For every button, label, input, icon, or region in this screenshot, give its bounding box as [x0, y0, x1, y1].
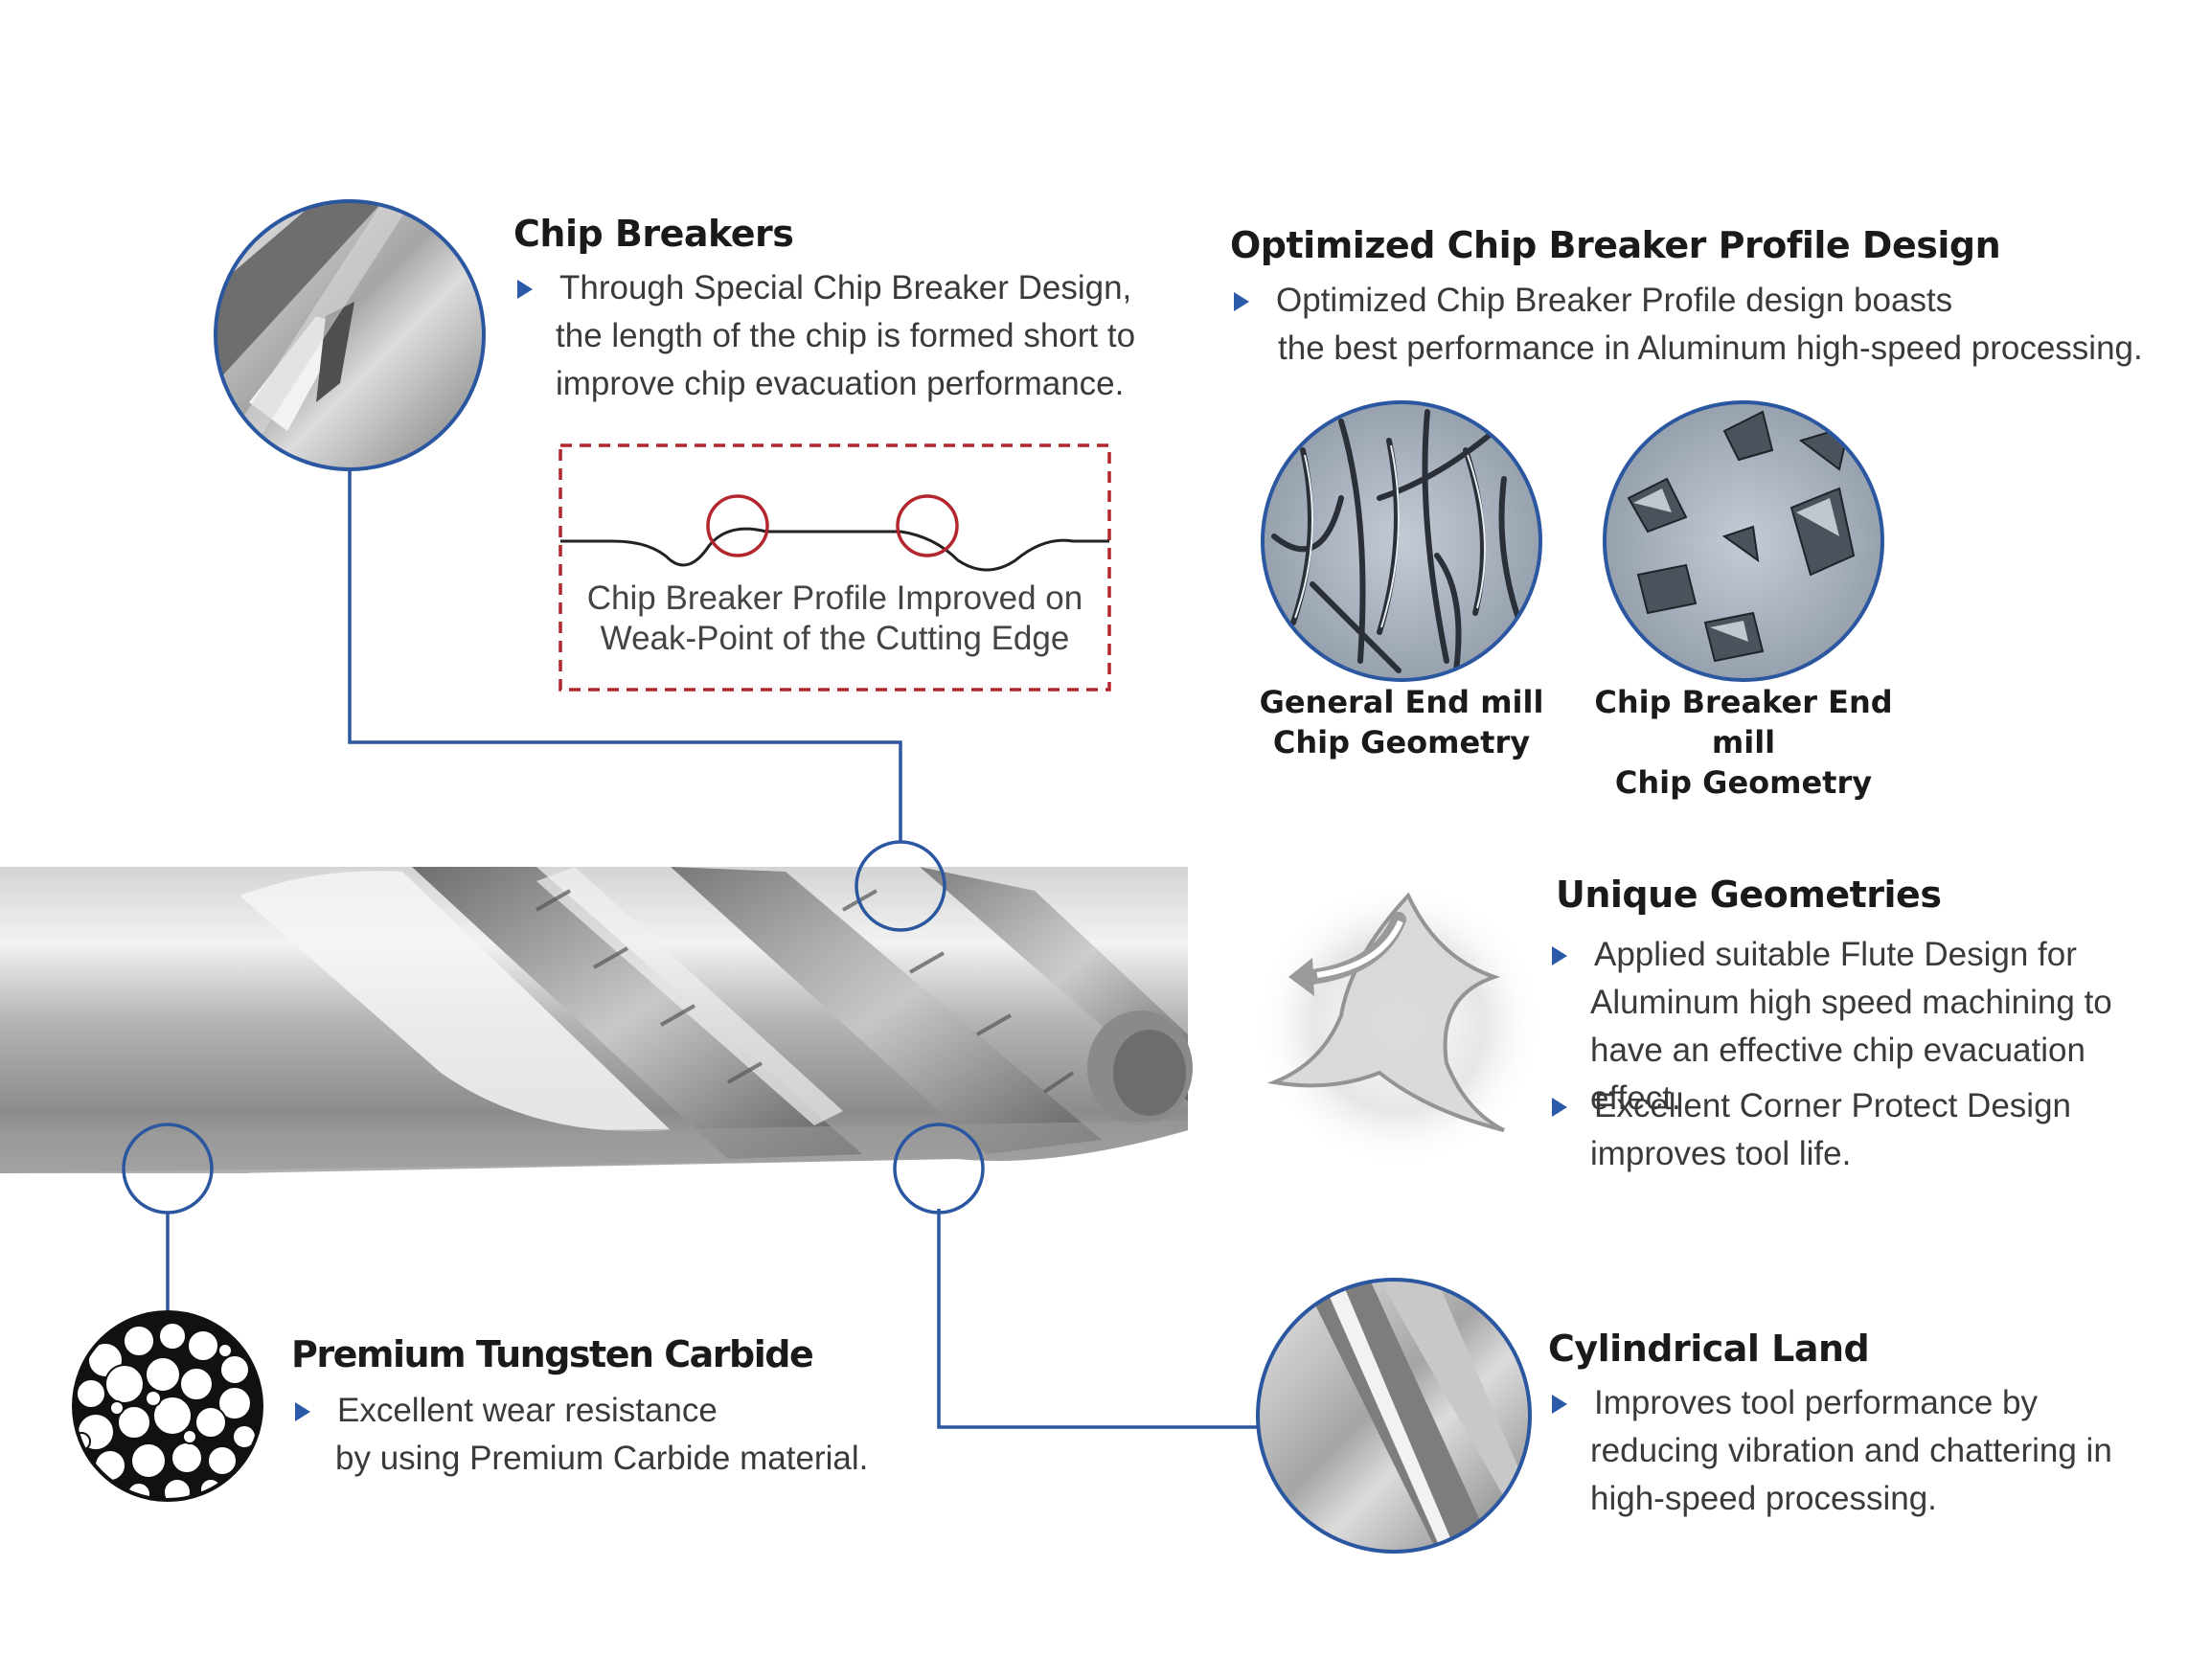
cylindrical-land-callout-circle: [893, 1123, 985, 1215]
tungsten-callout-circle: [122, 1123, 214, 1215]
chip-breakers-closeup-image: [216, 201, 484, 469]
cylindrical-land-bullet: Improves tool performance by reducing vi…: [1552, 1379, 2165, 1523]
unique-geometries-bullet-2: Excellent Corner Protect Design improves…: [1552, 1082, 2165, 1178]
chip-breakers-line-1: Through Special Chip Breaker Design,: [559, 269, 1132, 306]
chip-breakers-connector: [348, 469, 902, 843]
bullet-triangle-icon: [295, 1402, 310, 1421]
chip-breakers-title: Chip Breakers: [513, 213, 794, 255]
optimized-profile-line-1: Optimized Chip Breaker Profile design bo…: [1276, 282, 1953, 319]
unique-geometries-b2-line-2: improves tool life.: [1590, 1135, 1852, 1172]
bullet-triangle-icon: [1234, 292, 1249, 311]
breaker-chip-image: [1605, 402, 1882, 680]
unique-geometries-bullet-1: Applied suitable Flute Design for Alumin…: [1552, 931, 2165, 1123]
profile-caption-line-1: Chip Breaker Profile Improved on: [586, 579, 1083, 617]
bullet-triangle-icon: [1552, 1395, 1567, 1414]
unique-geometries-title: Unique Geometries: [1556, 874, 1942, 916]
breaker-chip-caption-line-2: Chip Geometry: [1614, 764, 1873, 801]
tungsten-bullet: Excellent wear resistance by using Premi…: [295, 1387, 946, 1483]
profile-weak-point-circle-1: [706, 494, 769, 557]
profile-dashed-box: [558, 443, 1111, 692]
flute-cross-section-image: [1255, 881, 1542, 1169]
unique-geometries-b2-line-1: Excellent Corner Protect Design: [1594, 1087, 2071, 1124]
breaker-chip-caption-line-1: Chip Breaker End mill: [1594, 684, 1893, 761]
tungsten-line-2: by using Premium Carbide material.: [335, 1440, 869, 1477]
cylindrical-land-line-3: high-speed processing.: [1590, 1480, 1937, 1517]
profile-curve: [560, 527, 1109, 572]
cylindrical-land-closeup-image: [1258, 1280, 1530, 1552]
chip-breakers-bullet: Through Special Chip Breaker Design, the…: [517, 264, 1207, 408]
general-chip-caption-line-2: Chip Geometry: [1272, 724, 1531, 761]
optimized-profile-line-2: the best performance in Aluminum high-sp…: [1278, 329, 2143, 367]
bullet-triangle-icon: [1552, 1098, 1567, 1117]
tungsten-title: Premium Tungsten Carbide: [291, 1333, 814, 1375]
breaker-chip-caption: Chip Breaker End mill Chip Geometry: [1561, 682, 1926, 803]
profile-caption-line-2: Weak-Point of the Cutting Edge: [600, 620, 1070, 657]
cylindrical-land-connector: [937, 1209, 1258, 1429]
chip-breakers-line-2: the length of the chip is formed short t…: [556, 317, 1136, 354]
unique-geometries-b1-line-2: Aluminum high speed machining to: [1590, 984, 2112, 1021]
cylindrical-land-line-2: reducing vibration and chattering in: [1590, 1432, 2112, 1469]
chip-breakers-line-3: improve chip evacuation performance.: [556, 365, 1125, 402]
bullet-triangle-icon: [1552, 946, 1567, 965]
chip-breakers-callout-circle: [855, 840, 946, 932]
general-chip-image: [1263, 402, 1540, 680]
optimized-profile-bullet: Optimized Chip Breaker Profile design bo…: [1234, 277, 2154, 373]
optimized-profile-title: Optimized Chip Breaker Profile Design: [1230, 224, 2001, 266]
cylindrical-land-title: Cylindrical Land: [1548, 1328, 1870, 1370]
general-chip-caption: General End mill Chip Geometry: [1239, 682, 1564, 762]
unique-geometries-b1-line-3: have an effective chip evacuation effect…: [1590, 1032, 2085, 1117]
bullet-triangle-icon: [517, 280, 533, 299]
unique-geometries-b1-line-1: Applied suitable Flute Design for: [1594, 936, 2077, 973]
end-mill-image: [0, 867, 1193, 1173]
tungsten-line-1: Excellent wear resistance: [337, 1392, 718, 1429]
profile-caption: Chip Breaker Profile Improved on Weak-Po…: [565, 579, 1105, 659]
cylindrical-land-line-1: Improves tool performance by: [1594, 1384, 2038, 1421]
profile-weak-point-circle-2: [896, 494, 959, 557]
general-chip-caption-line-1: General End mill: [1259, 684, 1544, 720]
